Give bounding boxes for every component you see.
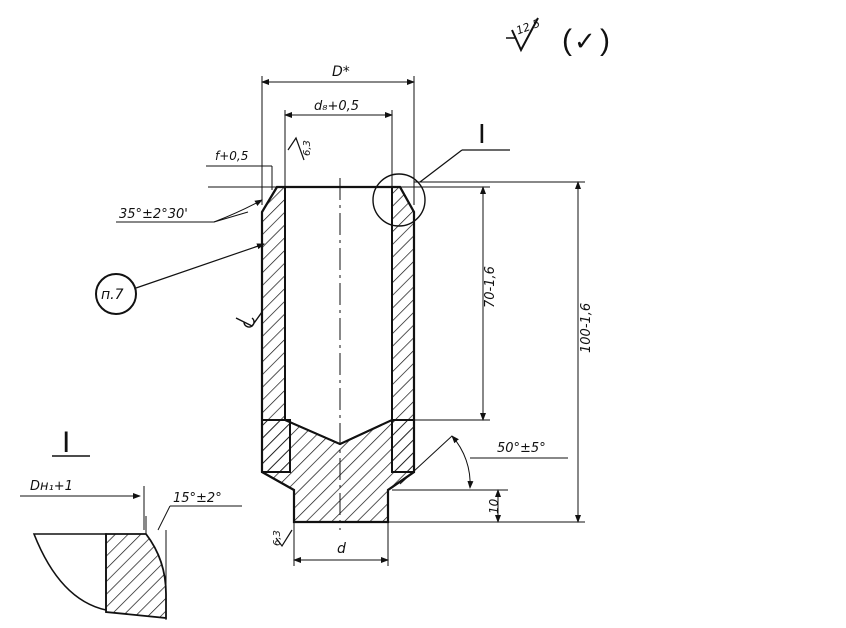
roughness-top-mark: 6,3 <box>287 136 313 161</box>
bore-depth-label: 70-1,6 <box>483 266 498 308</box>
outer-diameter-dim: D* <box>261 64 415 205</box>
roughness-bottom-label: 6,3 <box>272 530 283 546</box>
chamfer-angle-label: 35°±2°30' <box>119 207 188 222</box>
chamfer-label: f+0,5 <box>215 149 248 163</box>
cone-angle-dim: 50°±5° <box>392 435 568 491</box>
pin-diameter-label: d <box>337 541 346 557</box>
finish-check-icon: ✓ <box>574 26 596 56</box>
total-height-label: 100-1,6 <box>579 303 594 353</box>
detail-ref-label: I <box>478 118 486 149</box>
detail-reference: I <box>372 118 510 227</box>
roughness-check-icon <box>511 17 539 53</box>
shoulder-height-label: 10 <box>487 498 501 514</box>
roughness-top-label: 6,3 <box>302 140 313 156</box>
detail-angle-label: 15°±2° <box>173 491 222 506</box>
roughness-bottom-mark: 6,3 <box>272 529 293 548</box>
cone-angle-label: 50°±5° <box>497 441 546 456</box>
finish-bracket-open: ( <box>562 24 572 57</box>
bottom-body-section <box>261 419 415 523</box>
detail-hatched-section <box>105 533 167 619</box>
bore-diameter-dim: d₈+0,5 <box>284 99 393 187</box>
finish-bracket-close: ) <box>600 24 610 57</box>
detail-view: I Dн₁+1 15°±2° <box>20 426 242 620</box>
surface-finish-mark: 12,5 ( ✓ ) <box>506 17 610 57</box>
shoulder-height-dim: 10 <box>470 489 508 523</box>
pin-diameter-dim: d <box>293 522 389 566</box>
part-section <box>260 178 416 530</box>
bore-depth-dim: 70-1,6 <box>392 186 498 421</box>
total-height-dim: 100-1,6 <box>388 181 594 523</box>
roughness-value: 12,5 <box>514 17 541 38</box>
note-callout: п.7 <box>95 243 265 315</box>
note-label: п.7 <box>101 287 124 303</box>
chamfer-angle-dim: 35°±2°30' <box>116 199 263 223</box>
bore-diameter-label: d₈+0,5 <box>314 99 359 114</box>
detail-title: I <box>62 426 70 459</box>
detail-diameter-label: Dн₁+1 <box>30 479 73 494</box>
chamfer-dim: f+0,5 <box>206 149 277 190</box>
outer-diameter-label: D* <box>332 64 350 80</box>
weld-mark-icon <box>235 311 263 328</box>
